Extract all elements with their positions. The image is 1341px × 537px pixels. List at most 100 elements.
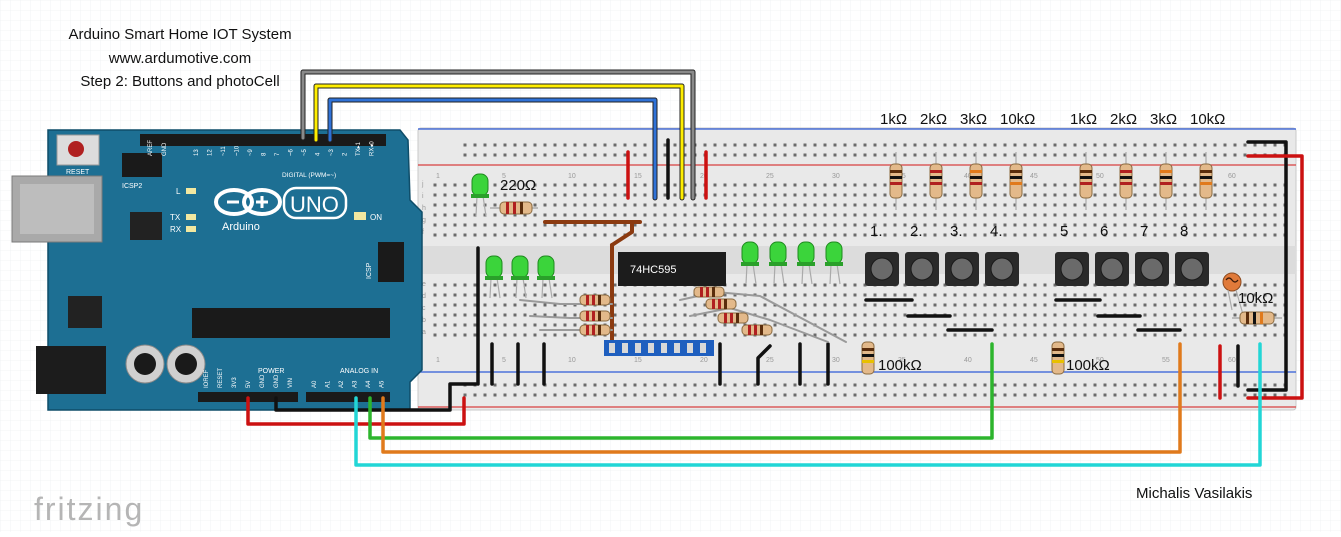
power-pin-label: GND: [260, 374, 266, 388]
analog-pin-label: A4: [366, 380, 372, 388]
digital-pin-label: RX◂0: [370, 141, 376, 156]
header-pin: [648, 343, 654, 353]
brown-wire: [610, 220, 634, 247]
arduino-brand: Arduino: [222, 221, 260, 233]
icsp2-header: [122, 153, 162, 177]
rx-led: [186, 226, 196, 232]
resistor-220-small: [705, 298, 737, 310]
led-connector-header: [604, 340, 714, 356]
resistor-220-small: [579, 310, 611, 322]
digital-pin-label: 8: [262, 152, 268, 156]
author-credit: Michalis Vasilakis: [1136, 485, 1252, 502]
photocell: [1222, 272, 1245, 319]
push-button-3[interactable]: [945, 252, 979, 286]
column-number: 1: [436, 173, 440, 180]
power-jack: [36, 346, 106, 394]
resistor-ladder: [1159, 152, 1173, 210]
title-line-1: Arduino Smart Home IOT System: [68, 26, 292, 43]
tx-led: [186, 214, 196, 220]
column-number: 30: [832, 357, 840, 364]
column-number: 45: [1030, 357, 1038, 364]
resistor-100k-1-label: 100kΩ: [878, 357, 922, 374]
button-number-label: 1.: [870, 223, 883, 240]
icsp2-label: ICSP2: [122, 183, 142, 190]
cyan-analog-wire: [354, 342, 1262, 467]
resistor-220-small: [717, 312, 749, 324]
push-button-1[interactable]: [865, 252, 899, 286]
wires: [246, 69, 1304, 467]
ladder-resistor-label: 1kΩ: [1070, 111, 1097, 128]
button-number-label: 2.: [910, 223, 923, 240]
push-button-2[interactable]: [905, 252, 939, 286]
usb-chip: [130, 212, 162, 240]
digital-pin-label: 13: [194, 149, 200, 156]
column-number: 35: [898, 357, 906, 364]
row-letter: e: [422, 281, 426, 288]
aref-label: AREF: [148, 140, 154, 156]
push-button-8[interactable]: [1175, 252, 1209, 286]
ladder-resistor-label: 10kΩ: [1000, 111, 1035, 128]
resistor-ladder: [1119, 152, 1133, 210]
green-analog-wire: [368, 342, 994, 440]
ic-label: 74HC595: [630, 264, 676, 276]
resistor-ladder: [1199, 152, 1213, 210]
column-number: 20: [700, 173, 708, 180]
icsp-label: ICSP: [366, 262, 373, 279]
row-letter: i: [422, 193, 424, 200]
green-led: [741, 241, 759, 285]
power-label: POWER: [258, 368, 284, 375]
analog-label: ANALOG IN: [340, 368, 378, 375]
push-button-6[interactable]: [1095, 252, 1129, 286]
header-pin: [700, 343, 706, 353]
resistor-ladder: [1079, 152, 1093, 210]
push-button-5[interactable]: [1055, 252, 1089, 286]
column-number: 15: [634, 357, 642, 364]
resistor-100k-2: [1051, 341, 1065, 375]
digital-pin-label: 2: [343, 152, 349, 156]
digital-pin-label: ~6: [289, 148, 295, 156]
digital-pin-label: ~5: [302, 148, 308, 156]
resistor-220: [490, 201, 538, 215]
push-button-7[interactable]: [1135, 252, 1169, 286]
gnd-label: GND: [162, 142, 168, 156]
row-letter: d: [422, 293, 426, 300]
column-number: 25: [766, 173, 774, 180]
header-pin: [609, 343, 615, 353]
ladder-resistor-label: 3kΩ: [960, 111, 987, 128]
digital-pin-label: TX▸1: [356, 141, 362, 156]
column-number: 10: [568, 357, 576, 364]
column-number: 1: [436, 357, 440, 364]
ladder-resistor-label: 10kΩ: [1190, 111, 1225, 128]
push-button-4[interactable]: [985, 252, 1019, 286]
black-jumper: [756, 344, 772, 386]
header-pin: [661, 343, 667, 353]
ladder-resistor-label: 1kΩ: [880, 111, 907, 128]
resistor-ladder: [969, 152, 983, 210]
header-pin: [622, 343, 628, 353]
button-number-label: 7: [1140, 223, 1148, 240]
power-pin-label: RESET: [218, 368, 224, 388]
analog-pin-label: A0: [312, 380, 318, 388]
ladder-resistor-label: 3kΩ: [1150, 111, 1177, 128]
power-pin-label: GND: [274, 374, 280, 388]
resistor-10k: [1232, 311, 1282, 325]
ladder-resistor-label: 2kΩ: [920, 111, 947, 128]
uno-badge: [282, 186, 348, 220]
reset-button-cap: [68, 141, 84, 157]
column-number: 25: [766, 357, 774, 364]
column-number: 10: [568, 173, 576, 180]
gnd-wire: [274, 382, 478, 412]
resistor-220-small: [579, 294, 611, 306]
resistor-100k-2-label: 100kΩ: [1066, 357, 1110, 374]
row-letter: a: [422, 329, 426, 336]
digital-pin-label: ~9: [248, 148, 254, 156]
button-number-label: 6: [1100, 223, 1108, 240]
digital-header: [140, 134, 386, 146]
row-letter: g: [422, 217, 426, 224]
resistor-ladder: [929, 152, 943, 210]
row-letter: f: [422, 229, 424, 236]
on-label: ON: [370, 213, 382, 222]
